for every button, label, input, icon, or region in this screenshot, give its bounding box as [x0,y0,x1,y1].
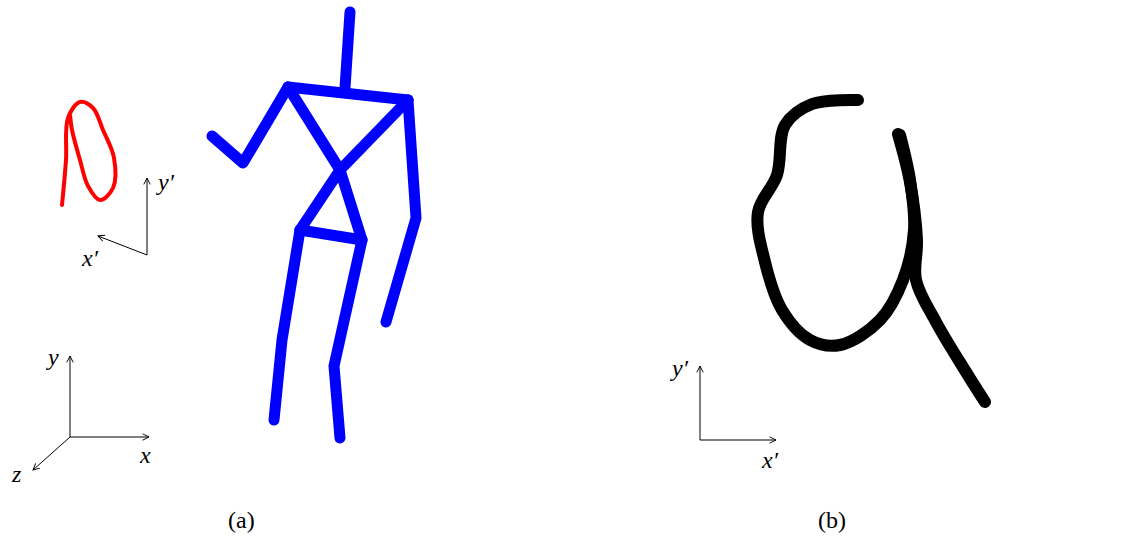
axis-label: y′ [672,356,688,380]
handwritten-letter [757,100,914,346]
panel-label: (a) [228,508,255,532]
panel-label: (b) [818,508,846,532]
axes [33,178,776,470]
handwritten-letter [898,134,985,402]
axis-label: y [48,345,59,369]
axis-label: z [12,462,21,486]
trajectory-stroke [62,102,115,205]
axis-label: x [140,443,151,467]
stick-figure [212,12,416,438]
axis-label: x′ [762,448,778,472]
axis-label: x′ [82,246,98,270]
axis-label: y′ [158,170,174,194]
